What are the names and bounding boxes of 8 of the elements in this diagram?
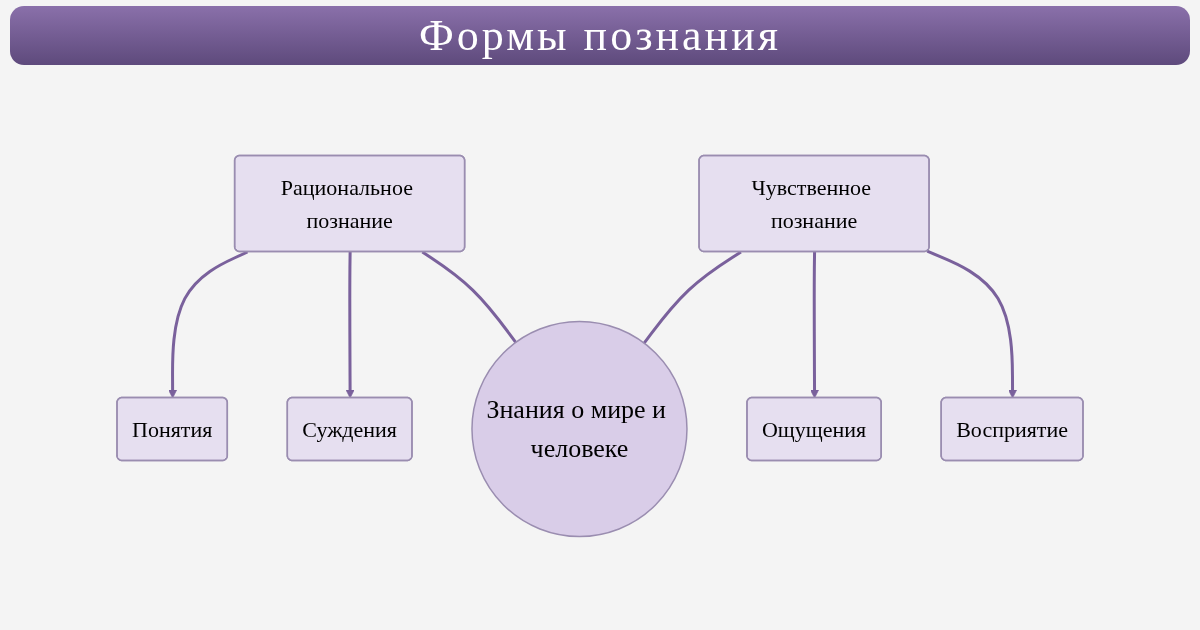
arrow [345,251,355,399]
title-banner: Формы познания [10,6,1190,65]
connector [421,250,517,344]
arrow [168,250,249,399]
node-circle: Знания о мире и человеке [471,320,688,538]
connector [642,250,742,345]
arrow [810,251,819,399]
arrow [926,249,1017,399]
